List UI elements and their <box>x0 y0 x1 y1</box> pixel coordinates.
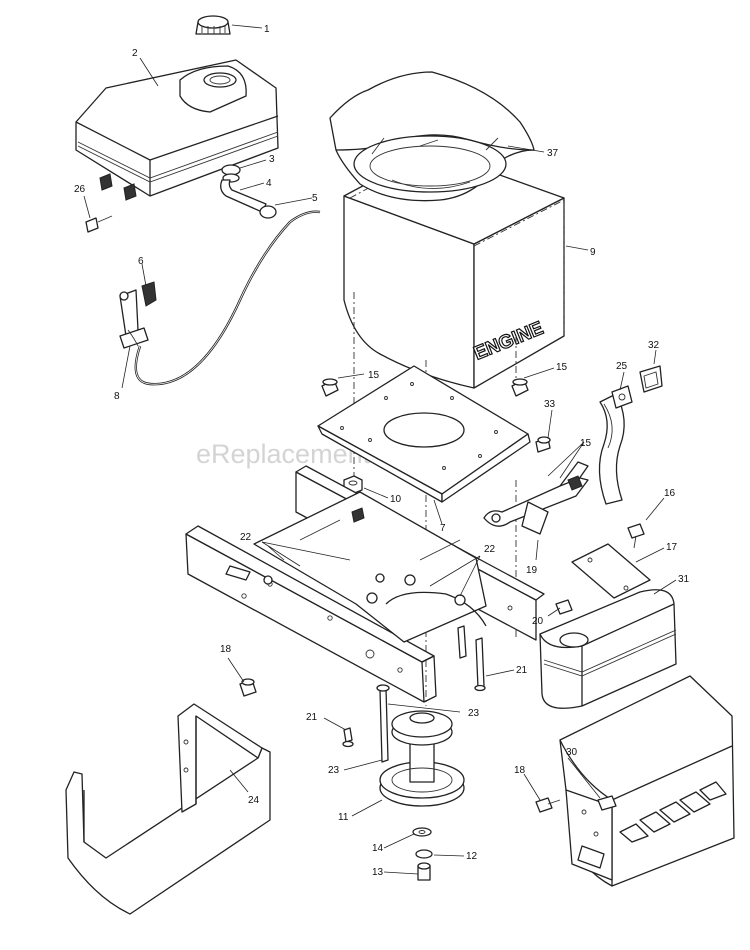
fuel-tank[interactable] <box>75 59 279 201</box>
frame-stud-upper[interactable] <box>457 625 467 659</box>
muffler-stud[interactable] <box>535 436 551 453</box>
callout-22-right: 22 <box>484 544 496 555</box>
muffler-lock-nut[interactable] <box>555 599 573 615</box>
muffler-mount-plate[interactable] <box>571 543 651 599</box>
engine-drive-pulley[interactable] <box>379 710 465 807</box>
mount-bolt-right[interactable] <box>511 378 529 397</box>
callout-17: 17 <box>666 542 678 553</box>
callout-33: 33 <box>544 399 556 410</box>
callout-11: 11 <box>338 812 349 823</box>
muffler[interactable] <box>539 589 677 709</box>
callout-15-left: 15 <box>368 370 380 381</box>
callout-30: 30 <box>566 747 578 758</box>
callout-15-right: 15 <box>556 362 568 373</box>
callout-22-left: 22 <box>240 532 252 543</box>
muffler-heat-shield[interactable] <box>559 675 735 887</box>
callout-7: 7 <box>440 523 446 534</box>
callout-18-right: 18 <box>514 765 526 776</box>
frame-stud[interactable] <box>474 637 486 692</box>
engine-shroud[interactable] <box>329 71 535 202</box>
callout-4: 4 <box>266 178 272 189</box>
pulley-bolt[interactable] <box>417 862 431 881</box>
callout-31: 31 <box>678 574 690 585</box>
tank-screw[interactable] <box>85 215 113 233</box>
exhaust-gasket[interactable] <box>611 385 633 409</box>
callout-10: 10 <box>390 494 402 505</box>
frame-rail-front[interactable] <box>185 525 437 703</box>
callout-16: 16 <box>664 488 676 499</box>
throttle-control[interactable] <box>119 281 157 349</box>
callout-23-left: 23 <box>328 765 340 776</box>
callout-20: 20 <box>532 616 544 627</box>
callout-24: 24 <box>248 795 260 806</box>
fuel-cap[interactable] <box>195 15 231 35</box>
callout-14: 14 <box>372 843 384 854</box>
front-shield-bolt[interactable] <box>239 678 257 697</box>
front-belt-shield[interactable] <box>65 703 271 915</box>
muffler-bracket-strap[interactable] <box>483 461 589 535</box>
callout-leaders <box>83 24 677 875</box>
callout-26: 26 <box>74 184 86 195</box>
callout-15-bracket: 15 <box>580 438 592 449</box>
throttle-cable[interactable] <box>134 210 321 386</box>
callout-3: 3 <box>269 154 275 165</box>
muffler-bolt[interactable] <box>627 523 645 549</box>
pulley-lock-washer[interactable] <box>415 849 433 859</box>
callout-1: 1 <box>264 24 270 35</box>
callout-19: 19 <box>526 565 538 576</box>
callout-21-right: 21 <box>516 665 528 676</box>
callout-18-left: 18 <box>220 644 232 655</box>
callout-37: 37 <box>547 148 559 159</box>
exhaust-pipe[interactable] <box>598 393 625 505</box>
callout-23-right: 23 <box>468 708 480 719</box>
callout-9: 9 <box>590 247 596 258</box>
pulley-bolt-short[interactable] <box>342 727 354 748</box>
pulley-bolt-long[interactable] <box>376 684 390 763</box>
callout-25: 25 <box>616 361 628 372</box>
callout-2: 2 <box>132 48 138 59</box>
callout-12: 12 <box>466 851 478 862</box>
engine-mount-plate[interactable] <box>317 365 531 503</box>
mount-bolt-left[interactable] <box>321 378 339 397</box>
callout-5: 5 <box>312 193 318 204</box>
heat-shield-bolt[interactable] <box>535 797 561 813</box>
pulley-washer[interactable] <box>412 827 432 837</box>
frame-cross-plate[interactable] <box>253 491 487 643</box>
callout-21-left: 21 <box>306 712 318 723</box>
exhaust-flange-bracket[interactable] <box>639 365 663 393</box>
callout-13: 13 <box>372 867 384 878</box>
callout-32: 32 <box>648 340 660 351</box>
callout-8: 8 <box>114 391 120 402</box>
fuel-line-hose[interactable] <box>220 179 277 219</box>
callout-6: 6 <box>138 256 144 267</box>
